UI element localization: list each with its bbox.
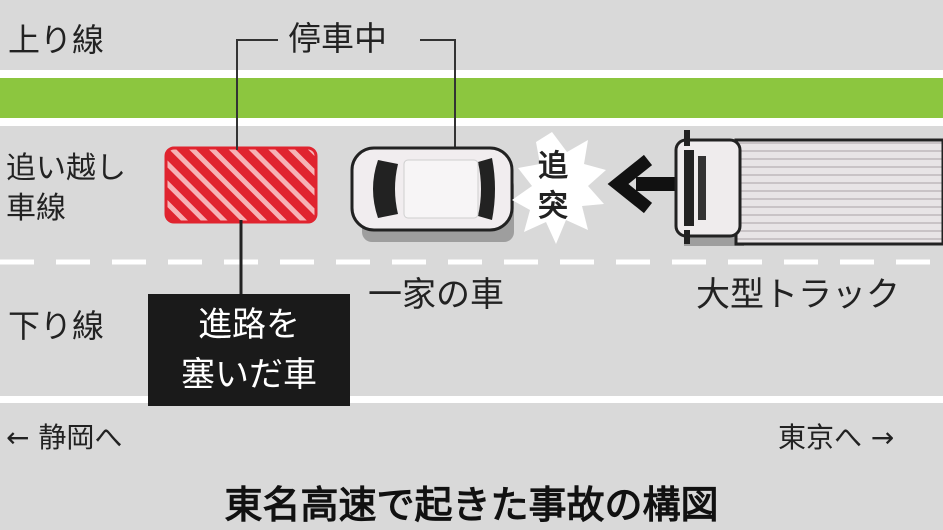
direction-right: 東京へ → (778, 421, 895, 454)
median-strip (0, 78, 943, 118)
direction-left: ← 静岡へ (6, 421, 123, 454)
collision-burst (512, 132, 606, 244)
lane-label-passing-2: 車線 (6, 191, 66, 226)
callout-collision-1: 追 (538, 149, 568, 184)
road-edge-line (0, 396, 943, 403)
road-edge-line (0, 70, 943, 78)
road-edge-line (0, 118, 943, 126)
family-car (350, 146, 514, 242)
callout-line-stopped-right (420, 39, 456, 160)
blocking-car (164, 146, 318, 224)
callout-stopped: 停車中 (284, 20, 391, 58)
lane-label-passing-1: 追い越し (6, 151, 126, 186)
diagram-title: 東名高速で起きた事故の構図 (224, 483, 719, 527)
lane-label-down: 下り線 (8, 307, 105, 345)
large-truck (674, 130, 943, 246)
callout-blocking-2: 塞いだ車 (181, 355, 317, 395)
callout-truck: 大型トラック (696, 275, 900, 315)
lane-label-up: 上り線 (8, 21, 105, 59)
callout-collision-2: 突 (538, 189, 568, 224)
callout-blocking-1: 進路を (198, 305, 300, 345)
callout-family-car: 一家の車 (368, 275, 504, 315)
callout-blocking-box: 進路を 塞いだ車 (148, 294, 350, 406)
callout-line-stopped (236, 39, 278, 150)
